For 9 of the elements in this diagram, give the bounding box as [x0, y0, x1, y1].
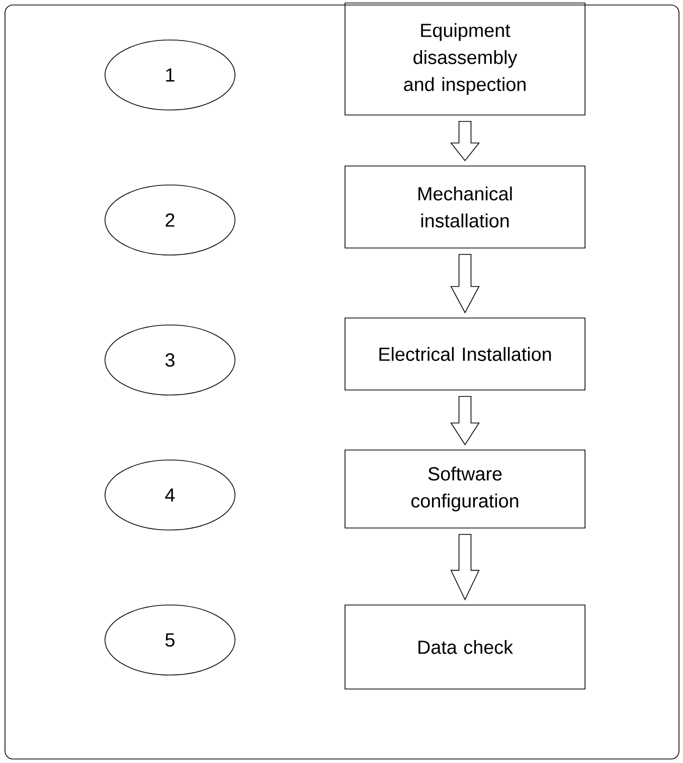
step-box: Data check — [344, 604, 586, 690]
hollow-arrow — [450, 121, 480, 162]
hollow-arrow — [450, 254, 480, 314]
hollow-arrow — [450, 534, 480, 601]
step-box: Software configuration — [344, 450, 586, 528]
hollow-arrow — [450, 396, 480, 446]
step-box: Electrical Installation — [344, 318, 586, 390]
step-box: Equipment disassembly and inspection — [344, 2, 586, 116]
step-box: Mechanical installation — [344, 166, 586, 248]
